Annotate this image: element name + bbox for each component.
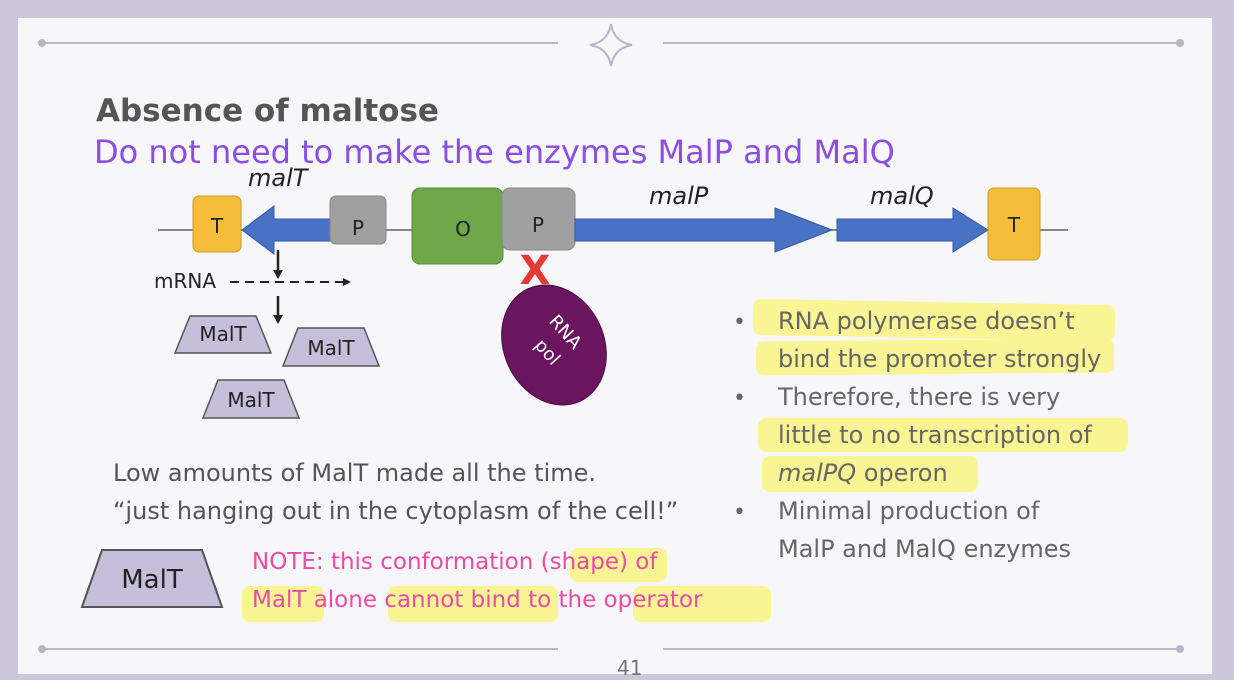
- bullet-dot: •: [733, 310, 746, 335]
- terminator-right-label: T: [1007, 213, 1021, 237]
- slide-title: Absence of maltose: [96, 93, 439, 129]
- bullet-2-line-2: little to no transcription of: [778, 421, 1092, 449]
- note-text: alone: [306, 587, 385, 613]
- malT-protein-3-label: MalT: [227, 388, 275, 412]
- highlight-mark: [762, 456, 978, 492]
- malT-protein-1: [173, 315, 273, 354]
- terminator-right: [987, 187, 1041, 261]
- highlight-mark: [633, 586, 771, 622]
- note-line-2: MalT alone cannot bind to the operator: [252, 587, 702, 613]
- bullet-3-line-1: Minimal production of: [778, 497, 1040, 525]
- bullet-dot: •: [733, 500, 746, 525]
- malT-protein-2-label: MalT: [307, 336, 355, 360]
- slide-decoration: [38, 23, 1184, 653]
- malT-protein-2: [281, 327, 381, 367]
- slide: Absence of maltose Do not need to make t…: [18, 18, 1212, 680]
- malP-gene-label: malP: [649, 182, 709, 210]
- malT-gene-label: malT: [248, 164, 310, 192]
- low-amounts-text: Low amounts of MalT made all the time.: [113, 459, 597, 487]
- malQ-gene-label: malQ: [870, 182, 934, 210]
- highlight-mark: [242, 586, 324, 622]
- note-text: NOTE: this conformation: [252, 549, 541, 575]
- malT-gene-arrow: [241, 205, 331, 255]
- promoter-left: [329, 195, 387, 245]
- bullet-2-line-3: malPQ operon: [778, 459, 948, 487]
- promoter-left-label: P: [352, 216, 364, 240]
- malQ-gene-arrow: [836, 207, 989, 253]
- mrna-label: mRNA: [154, 269, 216, 293]
- page-number: 41: [617, 656, 643, 680]
- operon-diagram: malT T P O P malP malQ T mRNA MalT: [154, 164, 1068, 419]
- malT-protein-1-label: MalT: [199, 322, 247, 346]
- cytoplasm-text: “just hanging out in the cytoplasm of th…: [113, 497, 679, 525]
- note-line-1: NOTE: this conformation (shape) of: [252, 549, 657, 575]
- promoter-right-label: P: [532, 213, 544, 237]
- mrna-arrowhead: [343, 278, 351, 286]
- note-text: of: [627, 549, 658, 575]
- rna-polymerase: [501, 284, 607, 406]
- terminator-left: [192, 195, 242, 253]
- note-text: operator: [603, 587, 703, 613]
- highlight-mark: [570, 548, 667, 582]
- bullet-2-line-1: Therefore, there is very: [778, 383, 1061, 411]
- note-text: MalT: [252, 587, 307, 613]
- note-text: (shape): [540, 549, 628, 575]
- sparkle-icon: [589, 23, 633, 67]
- highlight-mark: [758, 418, 1128, 452]
- bullet-dot: •: [733, 386, 746, 411]
- highlight-mark: [388, 586, 558, 622]
- bullet-1-line-2: bind the promoter strongly: [778, 345, 1102, 373]
- bullet-1-line-1: RNA polymerase doesn’t: [778, 307, 1075, 335]
- malT-protein-3: [201, 379, 301, 419]
- operon-text: operon: [856, 459, 948, 487]
- bullet-3-line-2: MalP and MalQ enzymes: [778, 535, 1071, 563]
- terminator-left-label: T: [210, 214, 224, 238]
- malP-gene-arrow: [574, 207, 834, 253]
- block-x-mark: X: [520, 248, 551, 294]
- slide-subtitle: Do not need to make the enzymes MalP and…: [94, 133, 895, 171]
- malPQ-italic: malPQ: [778, 459, 857, 487]
- note-text: cannot bind: [384, 587, 521, 613]
- note-text: to the: [520, 587, 604, 613]
- operator-label: O: [455, 217, 471, 241]
